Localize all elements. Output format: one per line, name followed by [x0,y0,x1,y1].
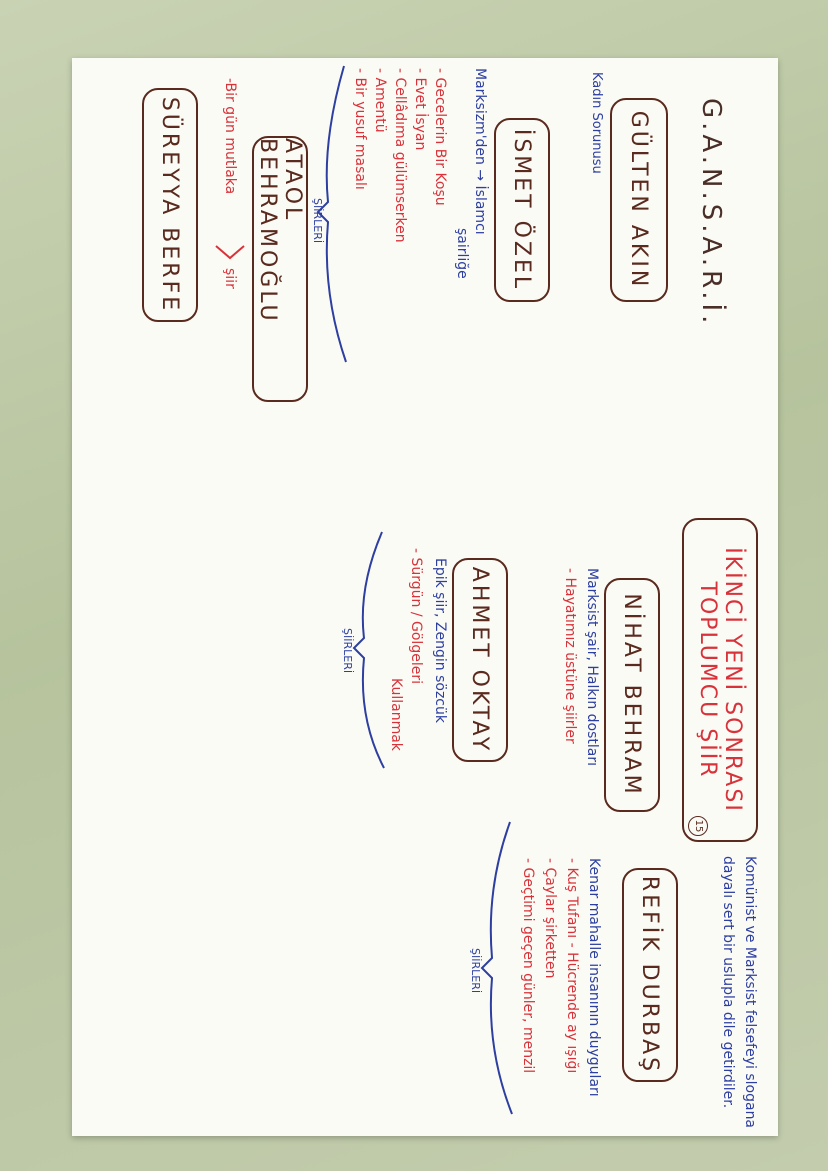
refik-note: Kenar mahalle insanının duyguları [586,858,602,1097]
poet-box-refik: REFİK DURBAŞ [622,868,678,1082]
ahmet-label: ŞİİRLERİ [341,628,354,674]
main-title-box: İKİNCİ YENİ SONRASI TOPLUMCU ŞİİR [682,518,758,842]
poet-name: NİHAT BEHRAM [619,593,645,797]
poet-box-ahmet: AHMET OKTAY [452,558,508,762]
ismet-intro-2: şairliğe [454,228,470,279]
poet-box-nihat: NİHAT BEHRAM [604,578,660,812]
ismet-work: - Cellâdıma gülümserken [392,68,408,243]
ataol-arrow [215,245,245,260]
main-title-line-2: TOPLUMCU ŞİİR [695,581,720,779]
ahmet-work: - Sürgün / Gölgeleri [408,548,424,684]
gulten-note: Kadın Sorunusu [589,72,604,174]
ismet-work: - Bir yusuf masalı [352,68,368,190]
ismet-brace [316,65,347,363]
poet-name: AHMET OKTAY [467,566,493,754]
poet-name: ATAOL BEHRAMOĞLU [255,138,305,324]
nihat-note: Marksist şair, Halkın dostları [584,568,600,767]
refik-work: - Çaylar şirketten [542,858,558,979]
refik-brace [480,821,513,1115]
refik-label: ŞİİRLERİ [469,948,482,994]
poet-box-ataol: ATAOL BEHRAMOĞLU [252,136,308,402]
poet-name: SÜREYYA BERFE [157,96,183,314]
ahmet-work-2: Kullanmak [388,678,404,751]
description-line-1: Komünist ve Marksist felsefeyi slogana [742,856,758,1129]
page-number-badge: 15 [688,816,708,836]
refik-work: - Kuş Tufanı - Hücrende ay ışığı [564,858,580,1074]
ismet-label: ŞİİRLERİ [311,198,324,244]
nihat-work: - Hayatımız üstüne şiirler [562,568,578,744]
paper-sheet: G.A.N.S.A.R.İ. GÜLTEN AKIN Kadın Sorunus… [72,58,778,1136]
ataol-work: -Bir gün mutlaka [222,78,238,195]
refik-work: - Geçtimi geçen günler, menzil [520,858,536,1074]
poet-box-gulten: GÜLTEN AKIN [610,98,668,302]
ismet-work: - Evet İsyan [412,68,428,151]
poet-name: REFİK DURBAŞ [637,875,663,1075]
ismet-work: - Gecelerin Bir Koşu [432,68,448,206]
main-title-line-1: İKİNCİ YENİ SONRASI [720,547,745,813]
poet-box-sureyya: SÜREYYA BERFE [142,88,198,322]
description-line-2: dayalı sert bir uslupla dile getirdiler. [720,856,736,1109]
poet-name: GÜLTEN AKIN [626,110,652,290]
ahmet-brace [352,531,385,769]
rotated-notes: G.A.N.S.A.R.İ. GÜLTEN AKIN Kadın Sorunus… [72,58,778,1136]
poet-name: İSMET ÖZEL [509,128,535,292]
ahmet-note: Epik şiir, Zengin sözcük [432,558,448,723]
ismet-intro-1: Marksizm'den → İslamcı [472,68,488,235]
ismet-work: - Amentü [372,68,388,133]
ataol-work-2: şiir [222,268,238,289]
poet-box-ismet: İSMET ÖZEL [494,118,550,302]
header-code: G.A.N.S.A.R.İ. [696,98,726,328]
